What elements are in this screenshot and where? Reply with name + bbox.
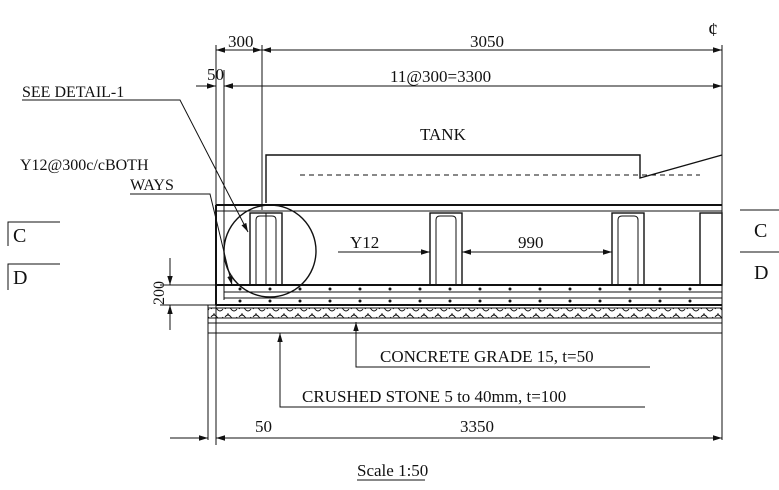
tank-label: TANK: [420, 125, 467, 144]
stone-label: CRUSHED STONE 5 to 40mm, t=100: [302, 387, 566, 406]
dim-3350-label: 3350: [460, 417, 494, 436]
dim-200-label: 200: [151, 281, 168, 305]
rebar-note-line1: Y12@300c/cBOTH: [20, 157, 149, 174]
centerline-symbol: ȼ: [708, 19, 718, 41]
detail-1-circle: [223, 204, 317, 298]
section-mark-c-left: C: [7, 221, 60, 247]
dim-990-label: 990: [518, 233, 544, 252]
rib-1: [249, 212, 283, 286]
concrete-leader: [353, 322, 650, 368]
rebar-note-line2: WAYS: [130, 177, 174, 194]
height-dimension-200: 200: [151, 258, 216, 330]
dim-50-top-label: 50: [207, 65, 224, 84]
dim-300-label: 300: [228, 32, 254, 51]
dim-spacing-label: 11@300=3300: [390, 67, 491, 86]
section-c-left-label: C: [13, 225, 26, 247]
dim-50-bottom-label: 50: [255, 417, 272, 436]
rib-2: [429, 212, 463, 286]
top-dimension-3050: 3050: [262, 32, 722, 53]
tank-outline: TANK: [265, 125, 723, 203]
section-mark-d-right: D: [740, 251, 779, 284]
section-d-left-label: D: [13, 267, 27, 289]
bottom-dimension: 50 3350: [170, 305, 722, 445]
section-d-right-label: D: [754, 262, 768, 284]
scale-label: Scale 1:50: [357, 461, 428, 480]
see-detail-label: SEE DETAIL-1: [22, 84, 124, 101]
foundation-slab: [215, 204, 722, 306]
top-dimension-spacing: 11@300=3300: [224, 67, 722, 89]
rib-4: [699, 212, 723, 286]
bar-label: Y12: [350, 233, 379, 252]
stone-leader: [277, 333, 645, 408]
rebar-dots: [238, 287, 692, 303]
section-c-right-label: C: [754, 220, 767, 242]
top-dimension-50: 50: [196, 65, 246, 300]
section-mark-c-right: C: [740, 209, 779, 242]
concrete-label: CONCRETE GRADE 15, t=50: [380, 347, 594, 366]
section-mark-d-left: D: [7, 263, 60, 290]
see-detail-leader: [22, 99, 249, 233]
blinding-and-stone-layers: [207, 305, 723, 440]
dim-3050-label: 3050: [470, 32, 504, 51]
rib-3: [611, 212, 645, 286]
